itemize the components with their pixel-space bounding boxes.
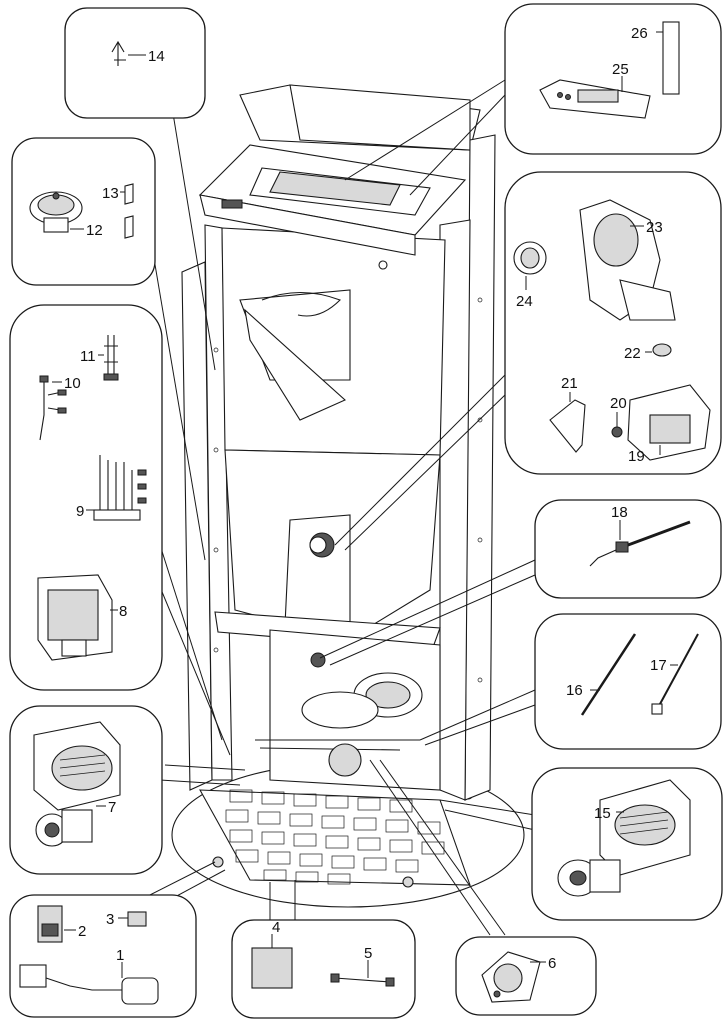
cable-part-5	[330, 960, 395, 987]
base-plate	[171, 762, 525, 908]
callout-box-4-5: 4 5	[231, 919, 416, 1019]
top-control-housing	[198, 144, 467, 270]
label-18: 18	[611, 504, 628, 521]
clip-part-13	[120, 183, 134, 239]
label-19: 19	[628, 448, 645, 465]
label-16: 16	[566, 682, 583, 699]
stove-frame	[181, 84, 496, 801]
label-9: 9	[76, 503, 84, 520]
thermostat-part-6	[481, 951, 546, 1003]
blower-part-7	[33, 721, 121, 847]
harness-part-11	[98, 335, 119, 381]
callout-box-12-13: 12 13	[11, 137, 156, 286]
display-panel-part-25	[539, 76, 651, 119]
label-1: 1	[116, 947, 124, 964]
fitting-part-3	[118, 911, 147, 927]
leader-lines	[139, 79, 536, 936]
label-11: 11	[80, 348, 96, 365]
label-13: 13	[102, 185, 119, 202]
label-24: 24	[516, 293, 533, 310]
probe-part-16	[580, 633, 637, 716]
callout-box-19-24: 23 24 22 21 20 19	[504, 171, 722, 475]
sensor-part-12	[29, 191, 84, 233]
label-6: 6	[548, 955, 556, 972]
callout-box-15: 15	[531, 767, 723, 921]
label-21: 21	[561, 375, 578, 392]
label-8: 8	[119, 603, 127, 620]
label-25: 25	[612, 61, 629, 78]
callout-box-1-3: 2 3 1	[9, 894, 197, 1018]
bracket-part-21	[549, 392, 586, 453]
bushing-part-24	[513, 241, 547, 290]
auger-motor-part-23	[579, 199, 676, 321]
label-14: 14	[148, 48, 165, 65]
control-board-part-8	[37, 574, 118, 661]
callout-box-6: 6	[455, 936, 597, 1016]
label-15: 15	[594, 805, 611, 822]
label-2: 2	[78, 923, 86, 940]
plug-part-22	[645, 343, 672, 357]
callout-box-14: 14	[64, 7, 206, 119]
label-12: 12	[86, 222, 103, 239]
label-3: 3	[106, 911, 114, 928]
label-7: 7	[108, 799, 116, 816]
callout-box-18: 18	[534, 499, 722, 599]
power-cord-part-1	[19, 962, 159, 1005]
label-26: 26	[631, 25, 648, 42]
clip-part-14	[111, 40, 146, 66]
gasket-part-26	[656, 21, 680, 95]
wiring-part-9	[86, 455, 147, 521]
callout-box-25-26: 26 25	[504, 3, 722, 155]
label-10: 10	[64, 375, 81, 392]
gasket-part-4	[251, 934, 293, 989]
label-22: 22	[624, 345, 641, 362]
screw-part-20	[611, 412, 623, 438]
label-4: 4	[272, 919, 280, 936]
label-23: 23	[646, 219, 663, 236]
switch-part-2	[37, 905, 76, 943]
callout-box-16-17: 16 17	[534, 613, 722, 750]
label-5: 5	[364, 945, 372, 962]
probe-part-17	[651, 633, 699, 715]
label-17: 17	[650, 657, 667, 674]
label-20: 20	[610, 395, 627, 412]
exhaust-blower-part-15	[557, 779, 691, 897]
harness-part-10	[39, 375, 67, 441]
gear-motor-part-19	[627, 384, 711, 461]
igniter-part-18	[589, 520, 691, 567]
callout-box-7: 7	[9, 705, 163, 875]
callout-box-8-11: 11 10 9 8	[9, 304, 163, 691]
